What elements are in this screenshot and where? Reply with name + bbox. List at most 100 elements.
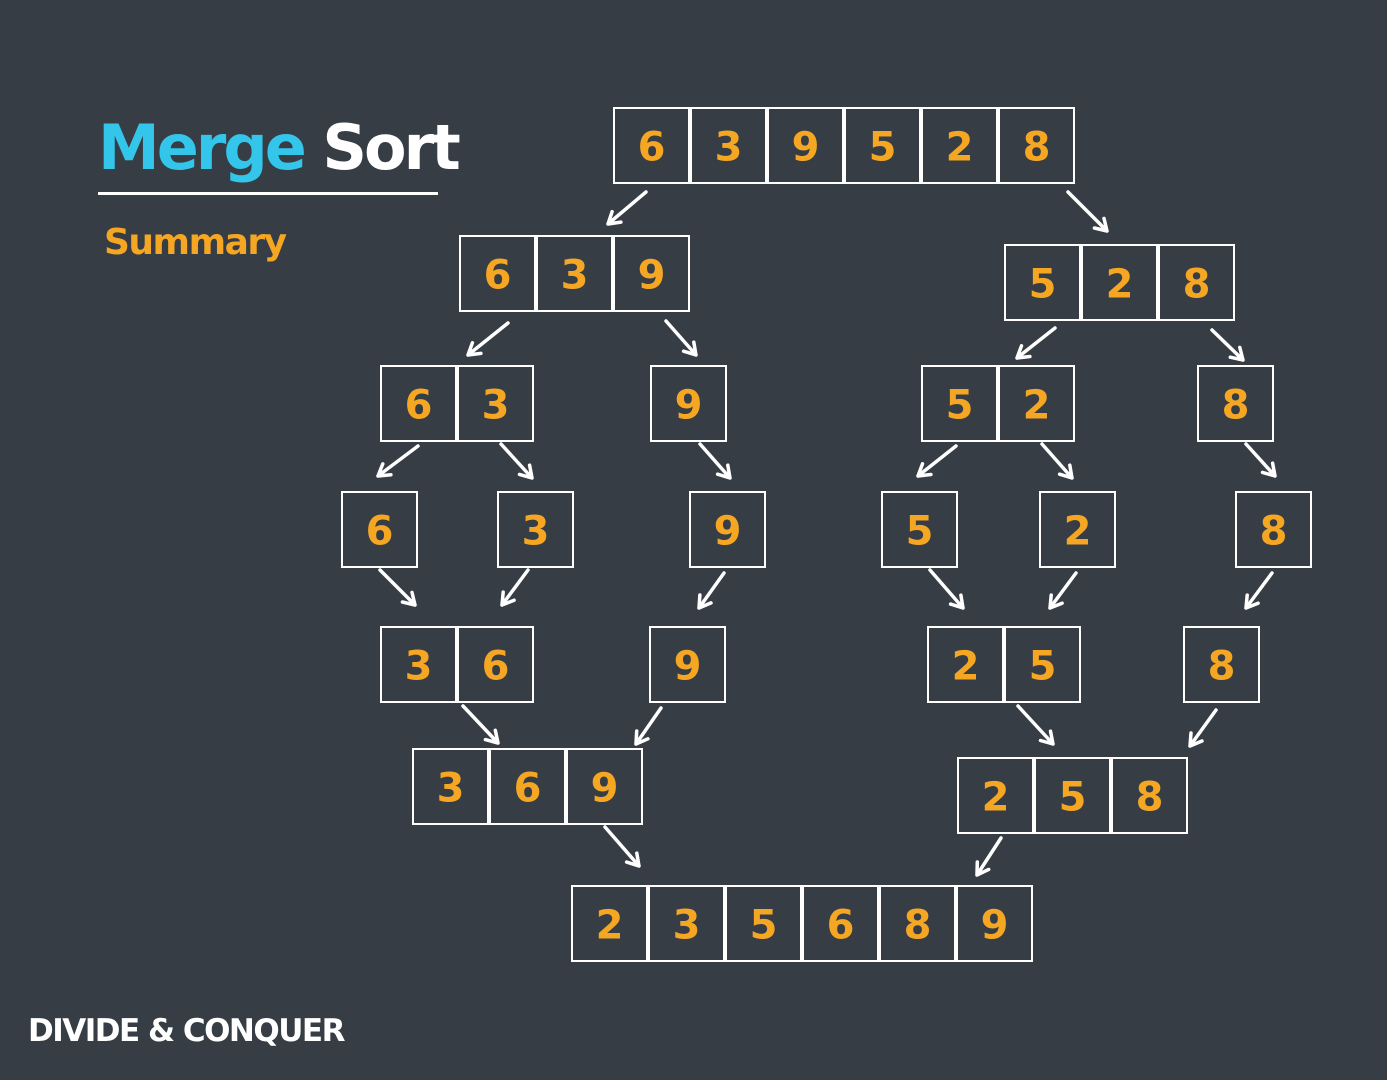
array-cell <box>998 365 1075 442</box>
array-cell <box>497 491 574 568</box>
array-cell <box>613 235 690 312</box>
arrow-icon <box>1016 704 1055 746</box>
array-cell-value: 9 <box>792 125 820 171</box>
arrow-icon <box>376 444 420 478</box>
array-LLR: 3 <box>497 491 574 568</box>
array-cell-value: 8 <box>1222 383 1250 429</box>
array-cell <box>571 885 648 962</box>
array-cell <box>1158 244 1235 321</box>
array-cell <box>844 107 921 184</box>
arrow-icon <box>1244 442 1277 478</box>
array-mLR: 9 <box>649 626 726 703</box>
arrow-icon <box>664 319 698 357</box>
array-cell <box>1111 757 1188 834</box>
array-LLL: 6 <box>341 491 418 568</box>
array-cell <box>457 365 534 442</box>
arrow-icon <box>1188 708 1218 748</box>
array-cell-value: 2 <box>952 644 980 690</box>
arrow-icon <box>1210 328 1245 362</box>
array-cell <box>613 107 690 184</box>
array-cell-value: 6 <box>405 383 433 429</box>
array-cell-value: 3 <box>673 903 701 949</box>
array-cell <box>457 626 534 703</box>
array-cell-value: 9 <box>714 509 742 555</box>
page-title: Merge Sort <box>98 108 461 188</box>
title-underline <box>98 192 438 195</box>
array-cell-value: 2 <box>1064 509 1092 555</box>
arrow-icon <box>975 836 1003 877</box>
footer-caption: DIVIDE & CONQUER <box>28 1013 345 1049</box>
array-cell-value: 9 <box>638 253 666 299</box>
array-cell <box>1183 626 1260 703</box>
array-cell <box>566 748 643 825</box>
array-cell-value: 3 <box>522 509 550 555</box>
array-cell <box>1081 244 1158 321</box>
array-cell-value: 8 <box>904 903 932 949</box>
array-cell <box>1039 491 1116 568</box>
array-cell <box>412 748 489 825</box>
array-cell <box>1034 757 1111 834</box>
array-cell-value: 8 <box>1208 644 1236 690</box>
array-cell <box>380 365 457 442</box>
array-cell <box>879 885 956 962</box>
array-cell-value: 2 <box>596 903 624 949</box>
array-cell <box>921 365 998 442</box>
array-cell-value: 6 <box>638 125 666 171</box>
array-cell <box>649 626 726 703</box>
array-cell <box>927 626 1004 703</box>
array-cell-value: 8 <box>1260 509 1288 555</box>
array-cell <box>380 626 457 703</box>
arrow-icon <box>1244 571 1274 610</box>
array-cell-value: 9 <box>591 766 619 812</box>
array-cell-value: 5 <box>1029 644 1057 690</box>
array-cell-value: 8 <box>1023 125 1051 171</box>
array-cell <box>648 885 725 962</box>
arrow-icon <box>1048 571 1078 610</box>
array-RR: 8 <box>1197 365 1274 442</box>
array-cell-value: 2 <box>946 125 974 171</box>
array-cell <box>341 491 418 568</box>
array-cell-value: 9 <box>981 903 1009 949</box>
array-cell-value: 8 <box>1136 775 1164 821</box>
array-mRR: 8 <box>1183 626 1260 703</box>
array-LRs: 9 <box>689 491 766 568</box>
array-cell-value: 5 <box>869 125 897 171</box>
array-cell-value: 3 <box>405 644 433 690</box>
array-LR: 9 <box>650 365 727 442</box>
array-cell-value: 5 <box>750 903 778 949</box>
arrow-icon <box>1040 442 1074 480</box>
array-cell <box>802 885 879 962</box>
array-cell <box>725 885 802 962</box>
array-cell-value: 6 <box>484 253 512 299</box>
array-cell-value: 2 <box>982 775 1010 821</box>
array-cell-value: 6 <box>827 903 855 949</box>
array-cell <box>881 491 958 568</box>
arrow-icon <box>634 706 663 746</box>
arrow-icon <box>1066 190 1109 233</box>
array-cell-value: 2 <box>1023 383 1051 429</box>
arrow-icon <box>603 825 641 868</box>
array-cell <box>536 235 613 312</box>
array-cell-value: 6 <box>482 644 510 690</box>
arrows <box>376 190 1277 877</box>
arrow-icon <box>499 442 534 480</box>
array-RLR: 2 <box>1039 491 1116 568</box>
array-cell <box>956 885 1033 962</box>
array-cell <box>998 107 1075 184</box>
array-cell <box>689 491 766 568</box>
array-cell-value: 5 <box>906 509 934 555</box>
arrow-icon <box>606 190 648 226</box>
array-cell-value: 6 <box>366 509 394 555</box>
arrow-icon <box>378 568 417 607</box>
array-cell-value: 9 <box>674 644 702 690</box>
array-cell <box>1235 491 1312 568</box>
